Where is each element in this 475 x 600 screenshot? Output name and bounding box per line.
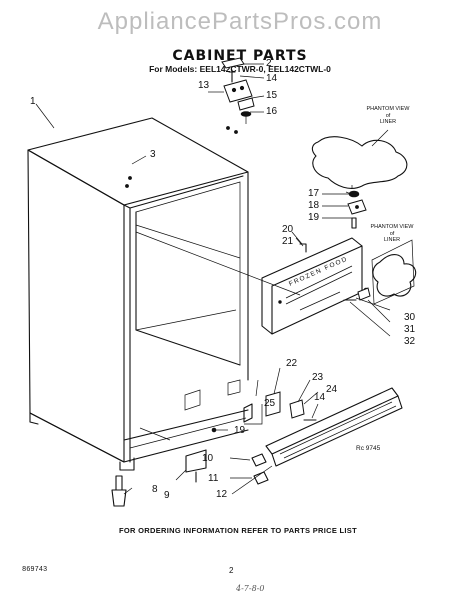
callout-2: 2 <box>266 58 272 69</box>
callout-11: 11 <box>208 473 219 484</box>
phantom-liner-blob-1 <box>311 129 408 197</box>
callout-9: 9 <box>164 490 170 501</box>
page-number: 2 <box>229 566 234 575</box>
callout-17: 17 <box>308 188 320 199</box>
revision-code: Rc 9745 <box>356 445 381 452</box>
callout-20: 20 <box>282 224 294 235</box>
leader-25 <box>255 379 259 397</box>
callout-24: 24 <box>326 384 338 395</box>
door-hinge-parts <box>322 190 367 229</box>
leader-8 <box>123 487 133 495</box>
phantom-liner-blob-2 <box>343 239 417 337</box>
callout-32: 32 <box>404 336 416 347</box>
callout-19-door: 19 <box>308 212 320 223</box>
callout-22: 22 <box>286 358 298 369</box>
callout-25: 25 <box>264 398 276 409</box>
leader-3 <box>131 155 147 165</box>
cabinet-body <box>27 117 301 507</box>
callout-31: 31 <box>404 324 416 335</box>
lower-hinge-bracket <box>243 367 319 425</box>
phantom-view-label-1: PHANTOM VIEW of LINER <box>366 106 410 125</box>
bottom-grille <box>229 387 403 495</box>
leader-1 <box>35 103 55 129</box>
callout-12: 12 <box>216 489 228 500</box>
callout-21: 21 <box>282 236 294 247</box>
callout-15: 15 <box>266 90 278 101</box>
leader-21 <box>291 231 303 245</box>
document-code: 869743 <box>22 566 48 574</box>
callout-30: 30 <box>404 312 416 323</box>
phantom-view-label-2: PHANTOM VIEW of LINER <box>370 224 414 243</box>
ordering-info: FOR ORDERING INFORMATION REFER TO PARTS … <box>119 526 357 535</box>
callout-19-bottom: 19 <box>234 425 246 436</box>
callout-13: 13 <box>198 80 210 91</box>
callout-14-top: 14 <box>266 73 278 84</box>
model-numbers: For Models: EEL142CTWR-0, EEL142CTWL-0 <box>149 64 331 74</box>
callout-1: 1 <box>30 96 36 107</box>
callout-16: 16 <box>266 106 278 117</box>
callout-23: 23 <box>312 372 324 383</box>
callout-18: 18 <box>308 200 320 211</box>
page-title: CABINET PARTS <box>172 48 308 64</box>
bottom-hinge-parts <box>139 427 228 483</box>
callout-10: 10 <box>202 453 214 464</box>
callout-8: 8 <box>152 484 158 495</box>
handwritten-note: 4-7-8-0 <box>236 584 265 593</box>
callout-3: 3 <box>150 149 156 160</box>
callout-14-lower: 14 <box>314 392 326 403</box>
top-hinge-assembly <box>208 57 265 124</box>
watermark: AppliancePartsPros.com <box>97 8 383 35</box>
